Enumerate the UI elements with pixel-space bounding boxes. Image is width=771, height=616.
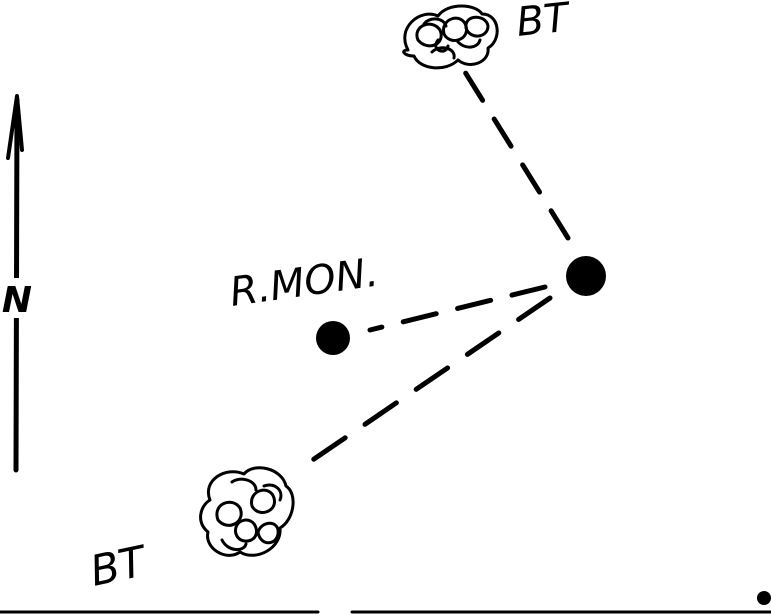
bearing-tree-lower-label: BT — [86, 536, 153, 596]
north-arrow: N — [0, 96, 36, 470]
reference-monument-point — [316, 321, 350, 355]
tree-scribble-upper-icon — [404, 6, 497, 68]
bearing-tree-lower: BT — [86, 468, 293, 596]
tree-scribble-lower-icon — [201, 468, 294, 556]
reference-monument: R.MON. — [227, 250, 381, 355]
tie-line-to-reference-monument — [370, 287, 545, 330]
tie-line-to-upper-bearing-tree — [465, 72, 568, 238]
north-label: N — [2, 280, 32, 321]
bearing-tree-upper: BT — [404, 0, 574, 68]
bearing-tree-upper-label: BT — [514, 0, 574, 46]
corner-point — [566, 256, 606, 296]
reference-monument-label: R.MON. — [227, 250, 381, 316]
edge-dot — [757, 591, 771, 605]
